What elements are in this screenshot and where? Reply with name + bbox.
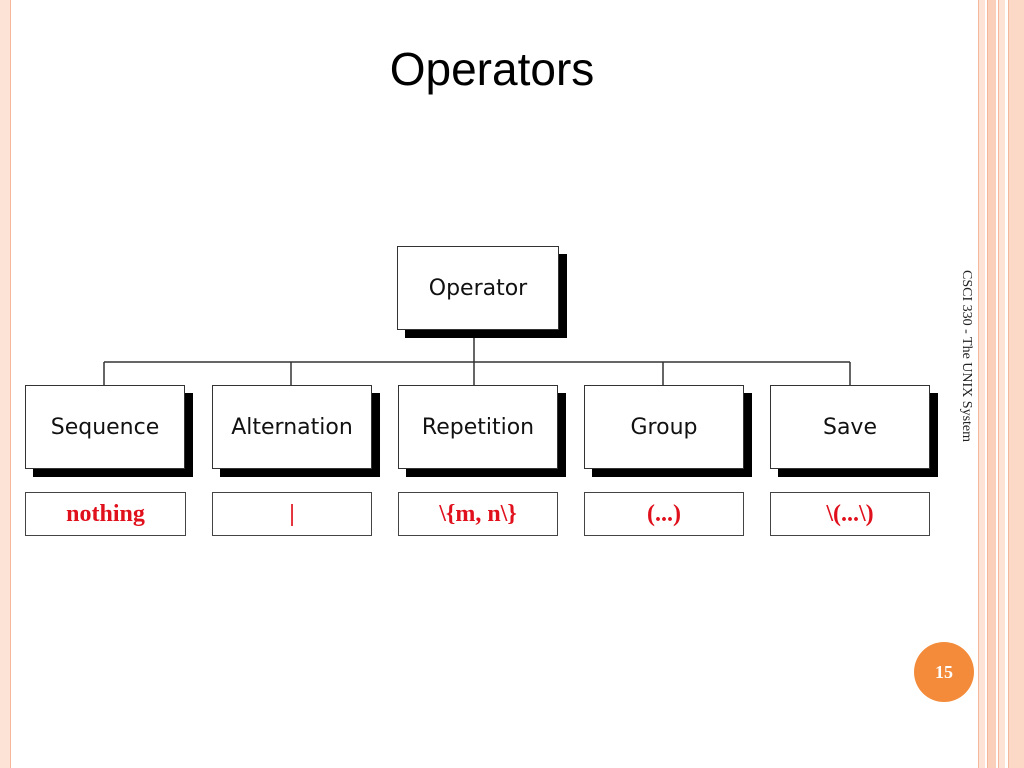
save-node: Save bbox=[770, 385, 930, 469]
repetition-operator-box: \{m, n\} bbox=[398, 492, 558, 536]
left-border-decoration bbox=[0, 0, 11, 768]
page-number-badge: 15 bbox=[914, 642, 974, 702]
right-border-decoration bbox=[978, 0, 1024, 768]
sequence-node: Sequence bbox=[25, 385, 185, 469]
alternation-node: Alternation bbox=[212, 385, 372, 469]
course-footer-text: CSCI 330 - The UNIX System bbox=[959, 270, 974, 443]
repetition-node: Repetition bbox=[398, 385, 558, 469]
group-operator-box: (...) bbox=[584, 492, 744, 536]
group-node: Group bbox=[584, 385, 744, 469]
slide-title: Operators bbox=[389, 43, 595, 95]
alternation-operator-box: | bbox=[212, 492, 372, 536]
save-operator-box: \(...\) bbox=[770, 492, 930, 536]
sequence-operator-box: nothing bbox=[25, 492, 186, 536]
operator-root-node: Operator bbox=[397, 246, 559, 330]
